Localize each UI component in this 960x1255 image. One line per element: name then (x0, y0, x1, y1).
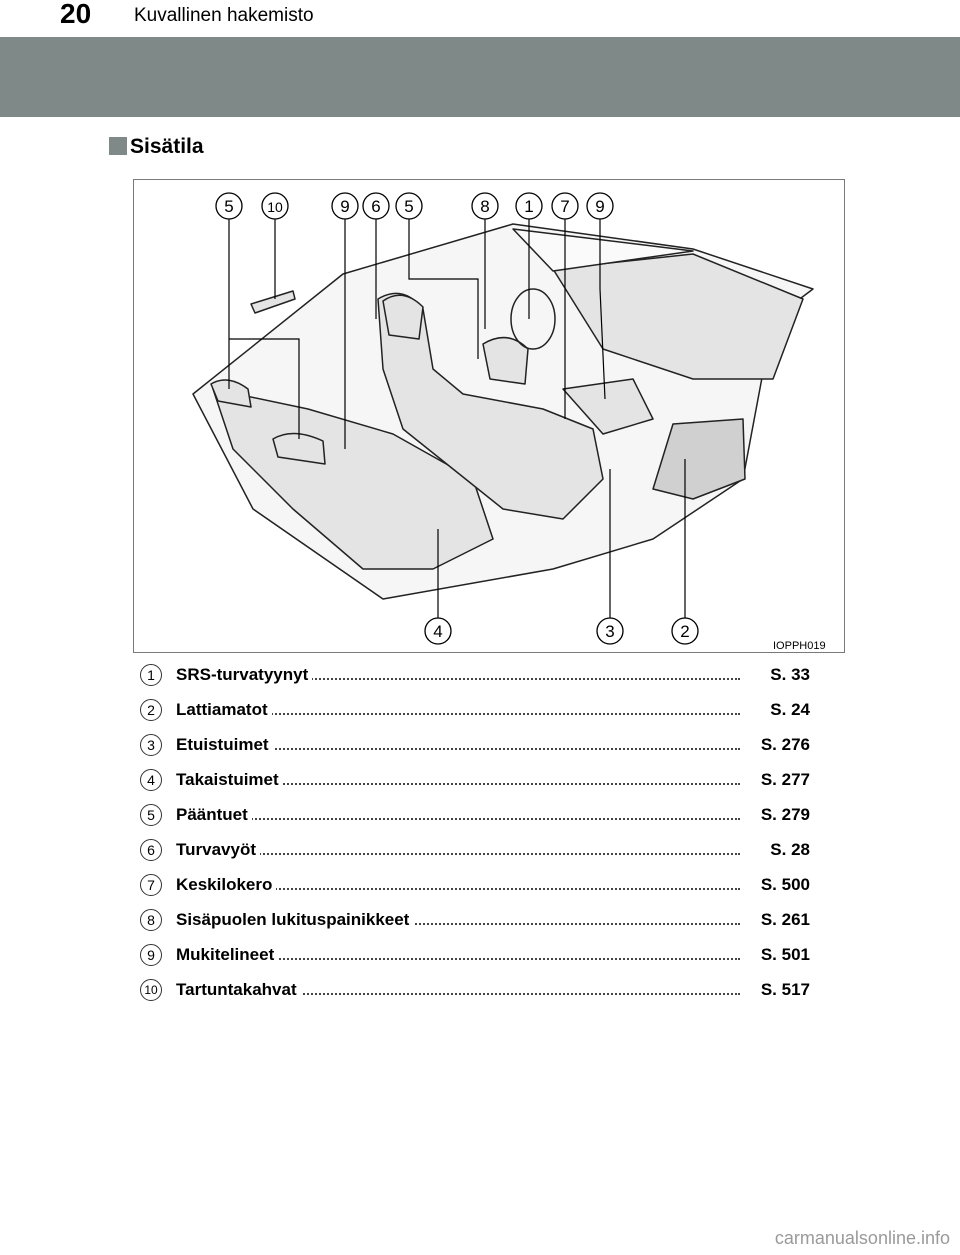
page-reference: S. 500 (756, 875, 810, 895)
legend-label: Tartuntakahvat (176, 980, 301, 1000)
section-marker-icon (109, 137, 127, 155)
legend-number: 5 (140, 804, 162, 826)
callout-3: 3 (596, 617, 624, 645)
grab-handle (250, 290, 296, 314)
list-item: 2 Lattiamatot S. 24 (140, 698, 810, 724)
leader-dots (176, 958, 740, 960)
callout-5a: 5 (215, 192, 243, 220)
legend-label: Mukitelineet (176, 945, 279, 965)
rear-seat (212, 388, 494, 570)
legend-label: Turvavyöt (176, 840, 260, 860)
steering-wheel (510, 288, 556, 350)
legend-label: Pääntuet (176, 805, 252, 825)
leader-dots (176, 923, 740, 925)
legend-number: 8 (140, 909, 162, 931)
chapter-title: Kuvallinen hakemisto (134, 5, 314, 26)
svg-text:10: 10 (267, 199, 283, 215)
legend-number: 1 (140, 664, 162, 686)
legend-number: 2 (140, 699, 162, 721)
page-reference: S. 501 (756, 945, 810, 965)
list-item: 6 Turvavyöt S. 28 (140, 838, 810, 864)
list-item: 5 Pääntuet S. 279 (140, 803, 810, 829)
list-item: 10 Tartuntakahvat S. 517 (140, 978, 810, 1004)
leader-dots (176, 888, 740, 890)
list-item: 7 Keskilokero S. 500 (140, 873, 810, 899)
svg-text:3: 3 (605, 622, 614, 641)
callout-2: 2 (671, 617, 699, 645)
rear-headrest-left (210, 379, 252, 408)
front-headrest-right (482, 336, 529, 385)
svg-text:6: 6 (371, 197, 380, 216)
svg-text:9: 9 (340, 197, 349, 216)
list-item: 8 Sisäpuolen lukituspainikkeet S. 261 (140, 908, 810, 934)
center-console (562, 378, 654, 435)
leader-dots (176, 783, 740, 785)
figure-code: IOPPH019 (773, 640, 826, 652)
legend-number: 3 (140, 734, 162, 756)
svg-text:8: 8 (480, 197, 489, 216)
svg-text:2: 2 (680, 622, 689, 641)
page-reference: S. 261 (756, 910, 810, 930)
svg-text:7: 7 (560, 197, 569, 216)
watermark: carmanualsonline.info (774, 1228, 950, 1248)
front-seat (377, 292, 604, 520)
callout-7: 7 (551, 192, 579, 220)
legend-label: Takaistuimet (176, 770, 283, 790)
floor-mat (652, 418, 746, 500)
svg-text:1: 1 (524, 197, 533, 216)
leader-dots (176, 713, 740, 715)
page-reference: S. 276 (756, 735, 810, 755)
legend-label: Keskilokero (176, 875, 277, 895)
legend-number: 9 (140, 944, 162, 966)
svg-text:4: 4 (433, 622, 442, 641)
page-reference: S. 279 (756, 805, 810, 825)
page-number: 20 (60, 0, 92, 29)
legend-label: Lattiamatot (176, 700, 272, 720)
section-title: Sisätila (130, 135, 204, 158)
callout-6: 6 (362, 192, 390, 220)
list-item: 9 Mukitelineet S. 501 (140, 943, 810, 969)
legend-number: 7 (140, 874, 162, 896)
leader-dots (176, 678, 740, 680)
list-item: 3 Etuistuimet S. 276 (140, 733, 810, 759)
windshield (512, 228, 694, 272)
rear-headrest-right (272, 432, 326, 465)
callout-9a: 9 (331, 192, 359, 220)
legend-label: SRS-turvatyynyt (176, 665, 313, 685)
svg-text:9: 9 (595, 197, 604, 216)
page-header: 20 Kuvallinen hakemisto (0, 0, 960, 32)
legend-number: 6 (140, 839, 162, 861)
legend-label: Sisäpuolen lukituspainikkeet (176, 910, 414, 930)
page-reference: S. 33 (766, 665, 810, 685)
callout-9b: 9 (586, 192, 614, 220)
list-item: 4 Takaistuimet S. 277 (140, 768, 810, 794)
legend-number: 10 (140, 979, 162, 1001)
legend-label: Etuistuimet (176, 735, 273, 755)
interior-illustration: 5 10 9 6 5 8 1 7 9 4 3 2 (192, 192, 814, 645)
callout-1: 1 (515, 192, 543, 220)
callout-4: 4 (424, 617, 452, 645)
svg-text:5: 5 (224, 197, 233, 216)
page-reference: S. 277 (756, 770, 810, 790)
leader-dots (176, 818, 740, 820)
list-item: 1 SRS-turvatyynyt S. 33 (140, 663, 810, 689)
page-reference: S. 28 (766, 840, 810, 860)
callout-8: 8 (471, 192, 499, 220)
page-reference: S. 24 (766, 700, 810, 720)
front-headrest-left (382, 294, 424, 340)
leader-dots (176, 853, 740, 855)
header-band (0, 37, 960, 117)
leader-dots (176, 748, 740, 750)
leader-dots (176, 993, 740, 995)
legend-number: 4 (140, 769, 162, 791)
svg-text:5: 5 (404, 197, 413, 216)
page-reference: S. 517 (756, 980, 810, 1000)
callout-10: 10 (261, 192, 289, 220)
callout-5b: 5 (395, 192, 423, 220)
